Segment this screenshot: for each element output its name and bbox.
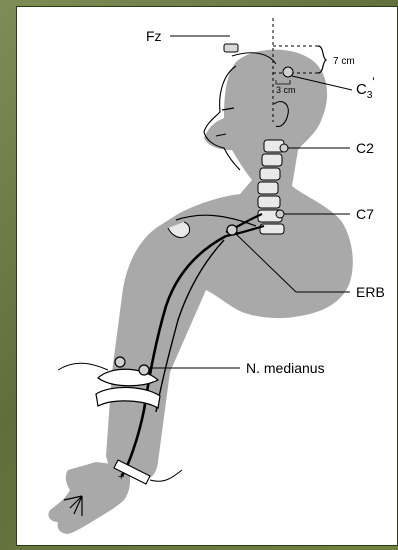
c7-label: C7 <box>356 206 374 222</box>
c7-electrode <box>276 210 284 218</box>
fz-electrode <box>224 44 238 52</box>
medianus-label: N. medianus <box>246 360 325 376</box>
vertebra <box>262 154 282 166</box>
c2-electrode <box>280 144 288 152</box>
c3-label-prime: ' <box>372 75 374 89</box>
cuff-tube <box>58 363 108 370</box>
medianus-electrode-1 <box>115 357 125 367</box>
plus-label: + <box>118 471 124 483</box>
erb-label: ERB <box>356 284 385 300</box>
c3-electrode <box>283 67 293 77</box>
c3-label-sub: 3 <box>367 90 373 101</box>
vertebra <box>260 168 280 180</box>
c3-label: C3' <box>356 75 375 101</box>
vertebra <box>258 182 278 194</box>
c2-label: C2 <box>356 140 374 156</box>
erb-electrode <box>227 225 237 235</box>
seven-cm-label: 7 cm <box>333 56 355 67</box>
medianus-electrode-2 <box>139 365 149 375</box>
vertebra <box>258 196 280 208</box>
c3-label-main: C <box>356 81 367 98</box>
fz-label: Fz <box>146 28 162 44</box>
three-cm-label: 3 cm <box>276 85 296 95</box>
